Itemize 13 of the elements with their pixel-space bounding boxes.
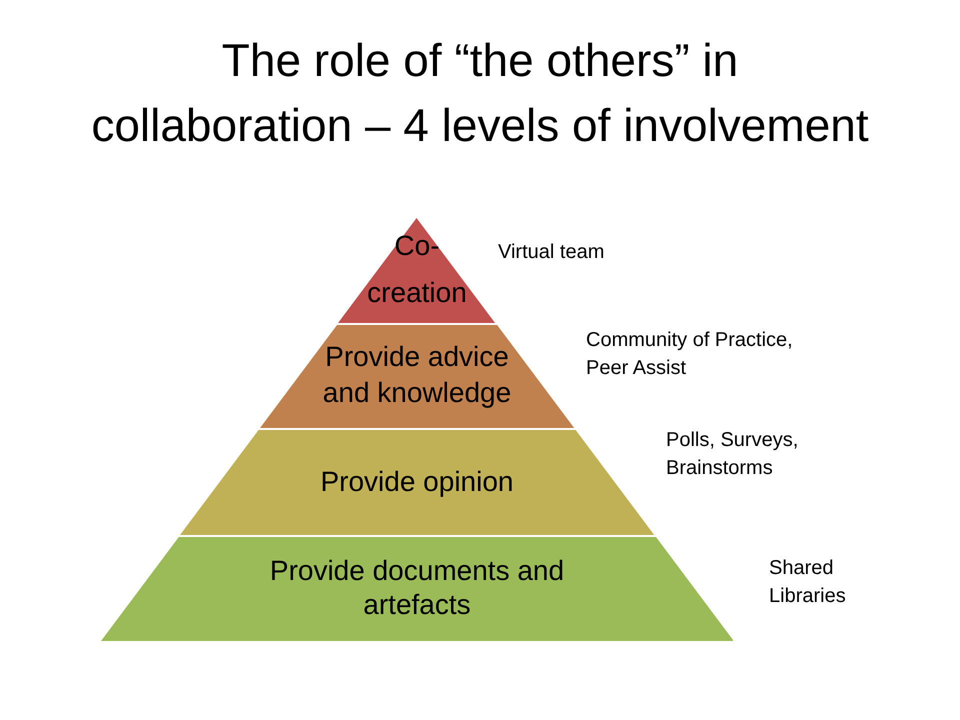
level-label: Co-creation [366,229,468,310]
level-label: Provide opinion [319,465,514,499]
pyramid-level [338,218,496,323]
pyramid-level [100,537,734,641]
pyramid-level [180,430,654,535]
slide-title: The role of “the others” in collaboration – 4 levels of involvement [90,33,870,153]
level-label: Provide advice and knowledge [322,340,512,410]
side-note: Community of Practice, Peer Assist [586,328,794,381]
level-label: Provide documents and artefacts [268,554,566,622]
side-note: Virtual team [498,240,606,265]
side-note: Shared Libraries [769,556,847,609]
side-note: Polls, Surveys, Brainstorms [666,428,800,481]
pyramid-level [260,325,574,428]
